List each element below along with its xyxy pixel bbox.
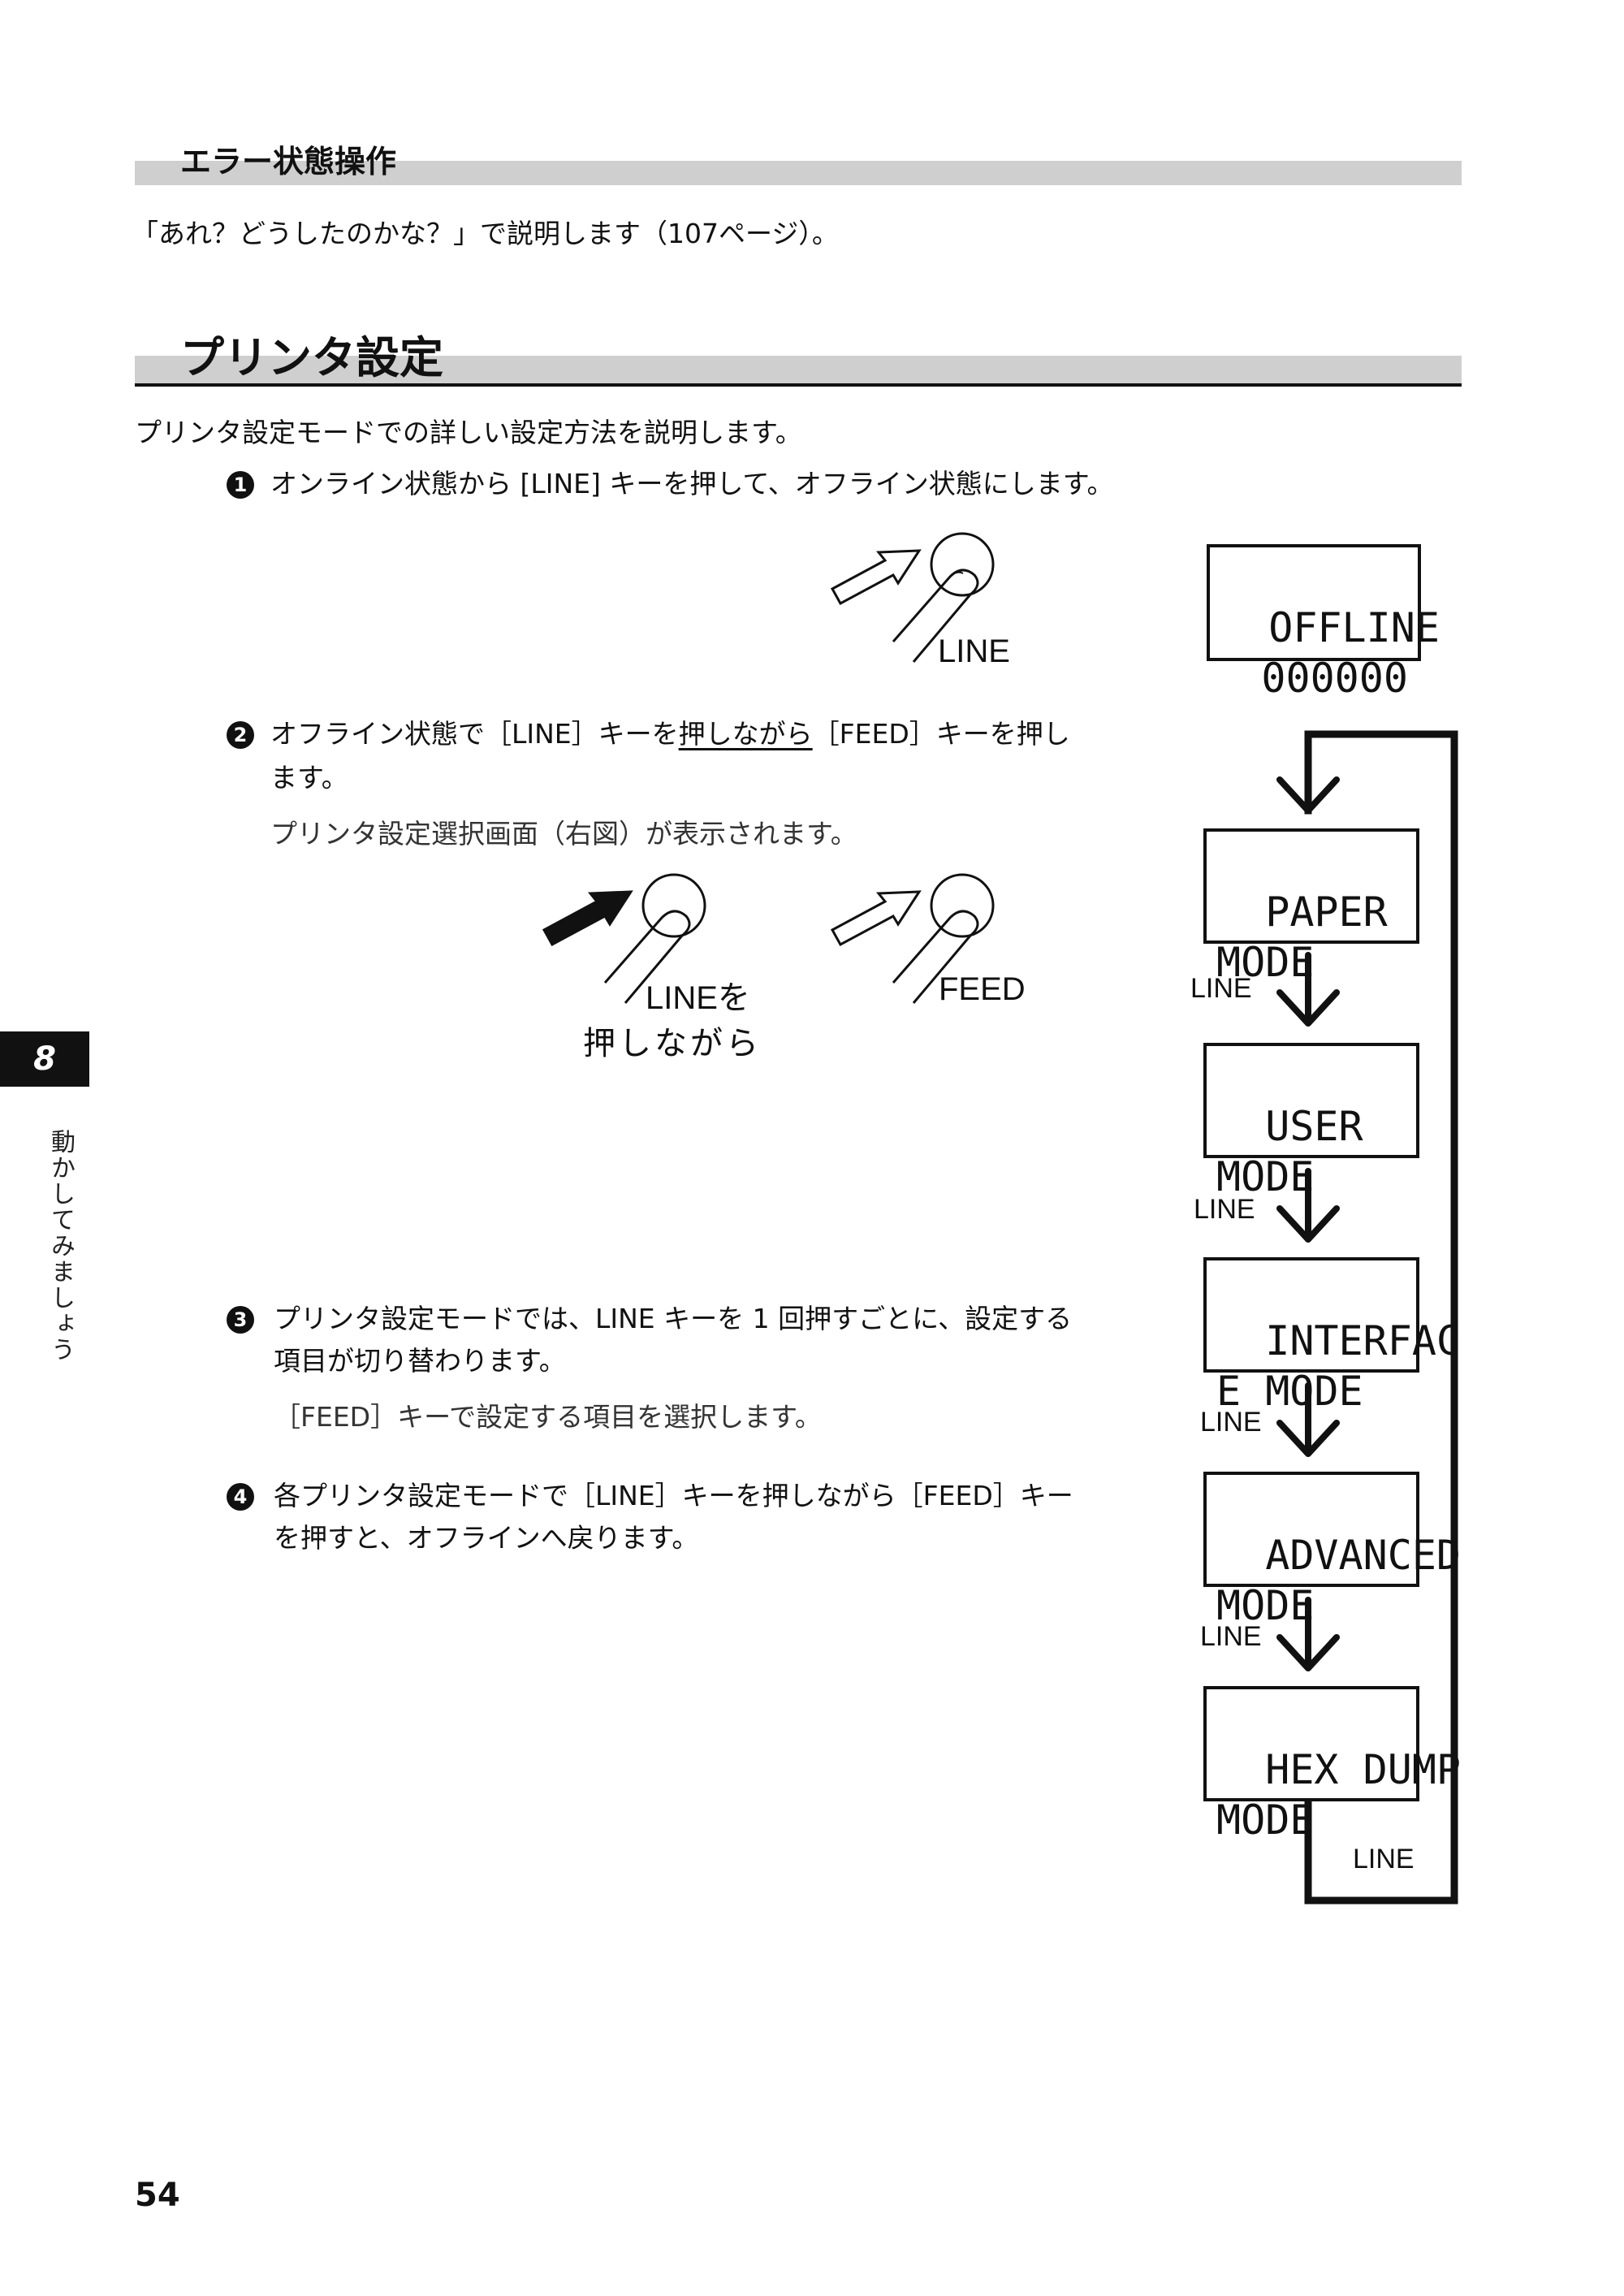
step-text-2-underline: 押しながら [678,718,813,750]
flow-label-line-5: LINE [1353,1844,1415,1874]
key-label-line: LINE [938,633,1010,669]
step-text-2c: ［FEED］キーを押し [812,718,1070,750]
finger-hold-line-icon [542,873,706,1004]
step-text-2: オフライン状態で［LINE］キーを押しながら［FEED］キーを押し [270,718,1070,750]
mode-screen-interface-line2: E MODE [1216,1368,1363,1415]
flow-label-line-4: LINE [1200,1621,1262,1652]
mode-screen-paper-line1: PAPER [1265,889,1388,936]
mode-screen-hexdump-line2: MODE [1216,1797,1315,1844]
mode-flow-diagram [1276,730,1458,1905]
section-text-error: 「あれ？どうしたのかな？」で説明します（107ページ）。 [132,218,839,249]
flow-arrow-1 [1276,952,1340,1027]
page-number: 54 [135,2177,180,2214]
section-underline-printer [135,383,1462,387]
mode-screen-user-line1: USER [1265,1103,1363,1150]
mode-screen-hexdump-line1: HEX DUMP [1265,1746,1462,1793]
flow-label-line-3: LINE [1200,1407,1262,1438]
step-text-2-line2: ます。 [270,762,348,793]
flow-label-line-2: LINE [1194,1194,1255,1225]
finger-press-feed-icon [830,873,995,1004]
step-text-1: オンライン状態から [LINE] キーを押して、オフライン状態にします。 [270,468,1114,499]
step-sub-2: プリンタ設定選択画面（右図）が表示されます。 [270,818,857,850]
section-intro-printer: プリンタ設定モードでの詳しい設定方法を説明します。 [135,417,802,448]
section-bar-printer [135,356,1462,385]
chapter-tab: 8 [0,1031,89,1087]
section-bar-error [135,161,1462,185]
flow-loop-line [1304,730,1458,1905]
mode-screen-advanced-line2: MODE [1216,1582,1315,1629]
offline-lcd-line1: OFFLINE [1268,604,1440,651]
key-label-line-hold-2: 押しながら [583,1026,762,1062]
step-text-3-line1: プリンタ設定モードでは、LINE キーを 1 回押すごとに、設定する [274,1303,1073,1334]
flow-arrow-2 [1276,1168,1340,1243]
finger-press-icon [830,532,995,663]
section-title-printer: プリンタ設定 [180,332,443,383]
step-text-2a: オフライン状態で［LINE］キーを [270,718,679,750]
flow-label-line-1: LINE [1190,973,1252,1004]
flow-arrow-0 [1276,776,1340,814]
section-title-error: エラー状態操作 [180,144,397,179]
mode-screen-interface-line1: INTERFAC [1265,1317,1462,1364]
step-number-4: 4 [227,1483,254,1511]
step-text-4-line2: を押すと、オフラインへ戻ります。 [274,1522,699,1554]
step-number-2: 2 [227,721,254,749]
flow-arrow-3 [1276,1382,1340,1457]
step-number-3: 3 [227,1306,254,1334]
chapter-title-vertical: 動かしてみましょう [46,1129,75,1363]
step-text-3-line2: 項目が切り替わります。 [274,1345,566,1377]
step-sub-3: ［FEED］キーで設定する項目を選択します。 [274,1401,822,1433]
step-text-4-line1: 各プリンタ設定モードで［LINE］キーを押しながら［FEED］キー [274,1480,1073,1511]
flow-arrow-4 [1276,1597,1340,1671]
mode-screen-paper-line2: MODE [1216,939,1315,986]
offline-lcd-line2: 000000 [1261,655,1408,702]
mode-screen-user-line2: MODE [1216,1153,1315,1200]
mode-screen-advanced-line1: ADVANCED [1265,1532,1462,1579]
key-label-line-hold-1: LINEを [646,980,750,1016]
step-number-1: 1 [227,471,254,499]
key-label-feed: FEED [939,971,1026,1007]
